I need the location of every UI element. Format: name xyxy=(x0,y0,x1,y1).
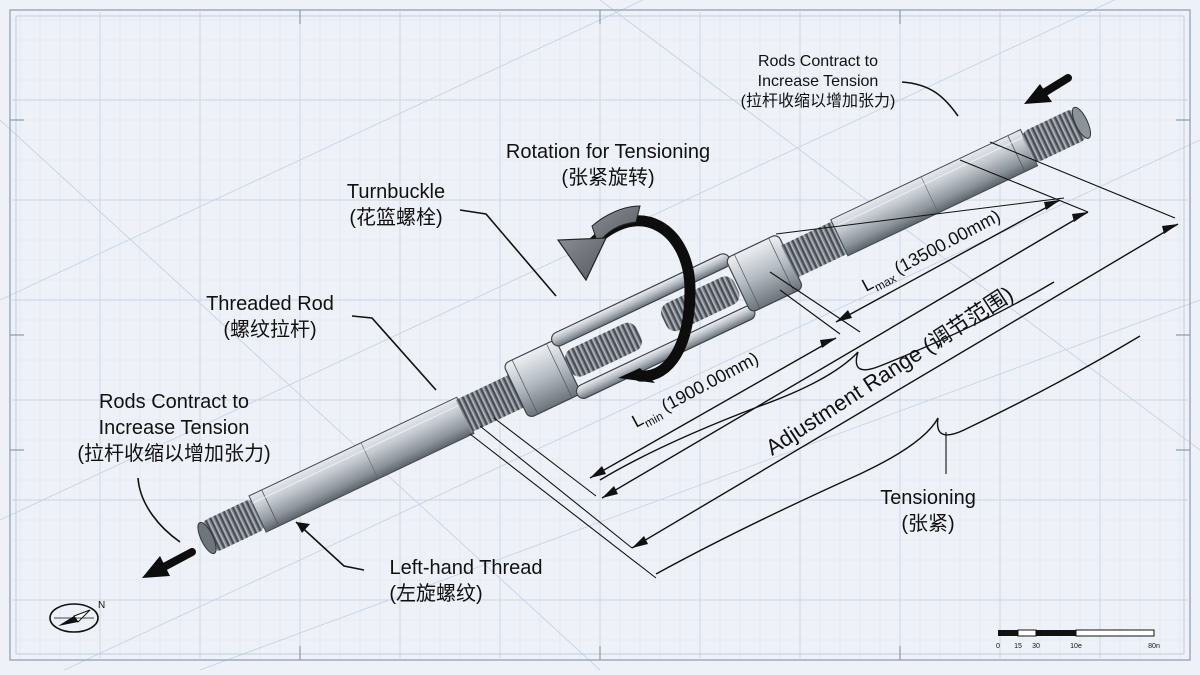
dim-lmin-line xyxy=(589,337,837,479)
leader-turnbuckle xyxy=(459,209,557,297)
rods-contract-left-line-3: (拉杆收缩以增加张力) xyxy=(77,442,270,465)
inner-right-thread xyxy=(660,276,740,332)
threaded-rod-line-2: (螺纹拉杆) xyxy=(223,318,316,341)
compass-north-label: N xyxy=(98,600,105,611)
leader-threaded-rod xyxy=(351,315,437,391)
rods-contract-top-line-3: (拉杆收缩以增加张力) xyxy=(741,92,896,110)
compass-rose: N xyxy=(49,600,105,633)
rods-contract-left-line-1: Rods Contract to xyxy=(99,391,249,413)
scale-tick-4: 80n xyxy=(1148,643,1160,650)
dim-tensioning-line xyxy=(631,223,1179,549)
label-left-hand-thread: Left-hand Thread (左旋螺纹) xyxy=(389,557,542,605)
label-threaded-rod: Threaded Rod (螺纹拉杆) xyxy=(206,293,334,341)
leader-rods-contract-top xyxy=(901,81,959,117)
label-rods-contract-top: Rods Contract to Increase Tension (拉杆收缩以… xyxy=(741,53,896,110)
scale-bar: 0 15 30 10e 80n xyxy=(996,629,1160,650)
scale-tick-3: 10e xyxy=(1070,643,1082,650)
tensioning-line-1: Tensioning xyxy=(880,487,976,509)
rotation-arrow xyxy=(556,205,696,383)
right-rod-thread xyxy=(781,220,849,279)
label-rotation: Rotation for Tensioning (张紧旋转) xyxy=(506,141,710,189)
label-rods-contract-left: Rods Contract to Increase Tension (拉杆收缩以… xyxy=(77,391,270,465)
scale-tick-2: 30 xyxy=(1032,643,1040,650)
left-threaded-end xyxy=(202,500,265,551)
brace-adjustment xyxy=(599,281,1055,481)
scale-tick-1: 15 xyxy=(1014,643,1022,650)
dim-lmax-line xyxy=(835,199,1061,323)
tensioning-line-2: (张紧) xyxy=(901,512,954,535)
label-turnbuckle: Turnbuckle (花篮螺栓) xyxy=(347,181,445,229)
turnbuckle-line-2: (花篮螺栓) xyxy=(349,206,442,229)
border-ticks xyxy=(10,10,1190,660)
rods-contract-left-line-2: Increase Tension xyxy=(99,417,250,439)
turnbuckle-assembly xyxy=(197,106,1092,555)
grid-line xyxy=(0,119,601,671)
left-hand-thread-line-2: (左旋螺纹) xyxy=(389,582,482,605)
left-tension-arrow xyxy=(142,548,196,578)
label-tensioning: Tensioning (张紧) xyxy=(880,487,976,535)
left-hand-thread-line-1: Left-hand Thread xyxy=(389,557,542,579)
leader-left-hand-thread-head xyxy=(296,522,310,533)
left-rod-thread xyxy=(455,374,526,433)
right-threaded-end xyxy=(1022,110,1087,162)
rotation-line-2: (张紧旋转) xyxy=(561,166,654,189)
leader-left-hand-thread xyxy=(295,521,365,571)
leader-rods-contract-left xyxy=(137,477,181,543)
right-tension-arrow xyxy=(1024,74,1072,104)
brace-tensioning xyxy=(655,335,1141,575)
turnbuckle-line-1: Turnbuckle xyxy=(347,181,445,203)
threaded-rod-line-1: Threaded Rod xyxy=(206,293,334,315)
rotation-line-1: Rotation for Tensioning xyxy=(506,141,710,163)
inner-left-thread xyxy=(565,322,642,377)
rods-contract-top-line-2: Increase Tension xyxy=(758,73,879,90)
dim-adjustment-line xyxy=(601,211,1089,499)
rods-contract-top-line-1: Rods Contract to xyxy=(758,53,878,70)
extension-lines xyxy=(469,141,1176,579)
scale-tick-0: 0 xyxy=(996,643,1000,650)
grid-line xyxy=(199,299,1200,671)
